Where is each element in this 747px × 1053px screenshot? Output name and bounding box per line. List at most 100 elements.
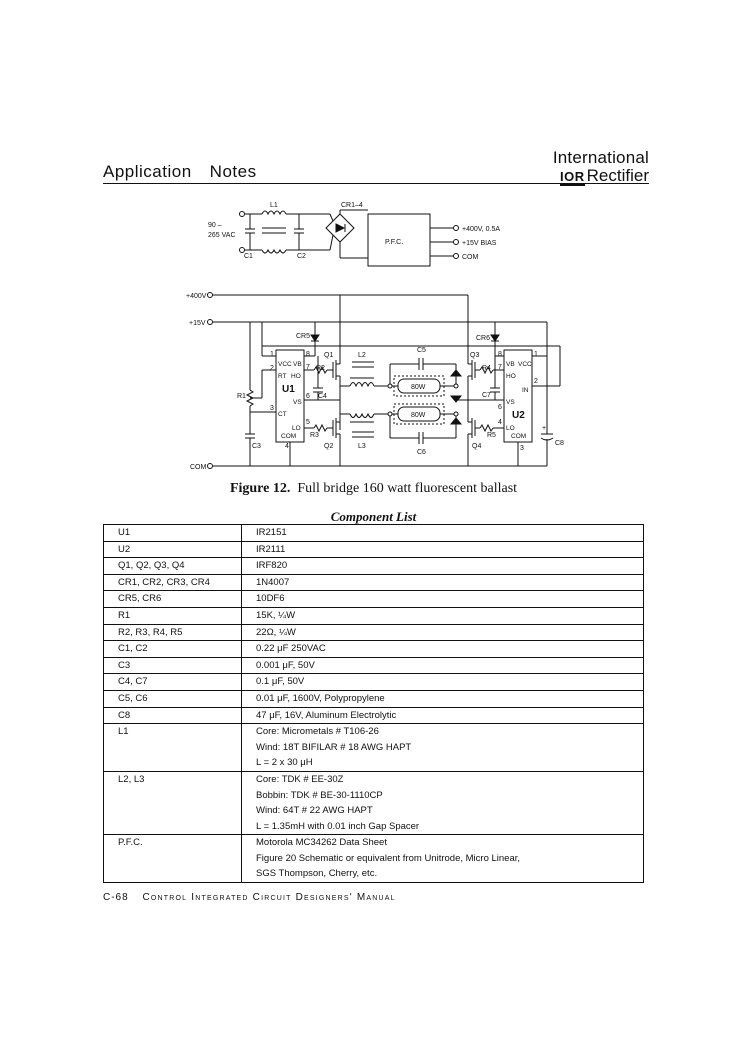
component-ref: U1 bbox=[103, 524, 242, 542]
component-value-line: Bobbin: TDK # BE-30-1110CP bbox=[256, 789, 383, 801]
u1-pin-7: 7 bbox=[306, 364, 310, 371]
brand-line2: Rectifier bbox=[586, 166, 649, 185]
u2-pin-4: 4 bbox=[498, 419, 502, 426]
label-C2: C2 bbox=[297, 253, 306, 260]
label-C5: C5 bbox=[417, 347, 426, 354]
table-row: CR1, CR2, CR3, CR4 1N4007 bbox=[103, 573, 644, 592]
component-value-line: 0.001 μF, 50V bbox=[256, 659, 315, 671]
component-value-line: Wind: 64T # 22 AWG HAPT bbox=[256, 805, 373, 817]
label-C7: C7 bbox=[482, 392, 491, 399]
component-ref: C8 bbox=[103, 706, 242, 725]
label-R1: R1 bbox=[237, 393, 246, 400]
label-rail-com: COM bbox=[190, 464, 207, 471]
component-value-cell: 10DF6 bbox=[241, 590, 644, 608]
label-L1: L1 bbox=[270, 202, 278, 209]
figure-caption: Figure 12. Full bridge 160 watt fluoresc… bbox=[0, 481, 747, 497]
component-value-cell: 0.1 μF, 50V bbox=[241, 673, 644, 691]
component-ref: Q1, Q2, Q3, Q4 bbox=[103, 557, 242, 575]
label-C6: C6 bbox=[417, 449, 426, 456]
u1-vb: VB bbox=[293, 361, 302, 368]
label-L3: L3 bbox=[358, 443, 366, 450]
u2-pin-7: 7 bbox=[498, 364, 502, 371]
schematic-diagram: 90 – 265 VAC L1 C1 C2 CR1–4 P.F.C. +400V… bbox=[186, 202, 564, 471]
u2-pin-2: 2 bbox=[534, 378, 538, 385]
u1-vs: VS bbox=[293, 399, 302, 406]
u2-pin-8: 8 bbox=[498, 351, 502, 358]
component-ref: C4, C7 bbox=[103, 673, 242, 691]
component-value-line: 10DF6 bbox=[256, 593, 285, 605]
u2-vs: VS bbox=[506, 399, 515, 406]
label-pfc-box: P.F.C. bbox=[385, 239, 403, 246]
u1-pin-4: 4 bbox=[285, 443, 289, 450]
label-out-400: +400V, 0.5A bbox=[462, 226, 500, 233]
component-value-cell: IR2151 bbox=[241, 524, 644, 542]
component-value-line: 0.1 μF, 50V bbox=[256, 676, 305, 688]
label-CR1-4: CR1–4 bbox=[341, 202, 363, 209]
u1-lo: LO bbox=[292, 425, 301, 432]
u2-label: U2 bbox=[512, 410, 525, 421]
figure-caption-label: Figure 12. bbox=[229, 481, 291, 496]
label-out-15: +15V BIAS bbox=[462, 240, 497, 247]
component-value-line: 15K, ¼W bbox=[256, 609, 296, 621]
figure-caption-text: Full bridge 160 watt fluorescent ballast bbox=[297, 481, 518, 496]
component-value-line: 1N4007 bbox=[256, 576, 290, 588]
component-ref: R2, R3, R4, R5 bbox=[103, 623, 242, 642]
label-R2: R2 bbox=[316, 365, 325, 372]
component-ref: CR1, CR2, CR3, CR4 bbox=[103, 573, 242, 592]
component-value-cell: IR2111 bbox=[241, 540, 644, 559]
label-CR5: CR5 bbox=[296, 333, 310, 340]
label-C1: C1 bbox=[244, 253, 253, 260]
component-value-line: Motorola MC34262 Data Sheet bbox=[256, 837, 387, 849]
component-value-line: Core: Micrometals # T106-26 bbox=[256, 726, 379, 738]
header-title-word2: Notes bbox=[209, 162, 257, 181]
label-Q3: Q3 bbox=[470, 352, 479, 359]
u2-in: IN bbox=[522, 387, 529, 394]
component-value-cell: 0.01 μF, 1600V, Polypropylene bbox=[241, 689, 644, 708]
u2-lo: LO bbox=[506, 425, 515, 432]
component-ref: L1 bbox=[103, 723, 242, 772]
u2-pin-3: 3 bbox=[520, 445, 524, 452]
table-row: C4, C7 0.1 μF, 50V bbox=[103, 673, 644, 691]
label-Q1: Q1 bbox=[324, 352, 333, 359]
u2-vb: VB bbox=[506, 361, 515, 368]
page-number: C-68 bbox=[103, 892, 129, 903]
u1-pin-8: 8 bbox=[306, 351, 310, 358]
component-value-line: Core: TDK # EE-30Z bbox=[256, 773, 344, 785]
u1-ho: HO bbox=[291, 373, 301, 380]
component-value-cell: 47 μF, 16V, Aluminum Electrolytic bbox=[241, 706, 644, 725]
component-value-cell: IRF820 bbox=[241, 557, 644, 575]
label-Q2: Q2 bbox=[324, 443, 333, 450]
component-value-cell: 0.001 μF, 50V bbox=[241, 656, 644, 675]
label-C4: C4 bbox=[318, 393, 327, 400]
component-value-line: Wind: 18T BIFILAR # 18 AWG HAPT bbox=[256, 741, 412, 753]
u2-pin-6: 6 bbox=[498, 404, 502, 411]
component-list-title: Component List bbox=[330, 509, 417, 524]
label-vac-line1: 90 – bbox=[208, 222, 222, 229]
component-value-cell: 15K, ¼W bbox=[241, 606, 644, 625]
u2-vcc: VCC bbox=[518, 361, 532, 368]
u1-pin-6: 6 bbox=[306, 393, 310, 400]
label-rail-15: +15V bbox=[189, 320, 206, 327]
label-CR6: CR6 bbox=[476, 335, 490, 342]
component-ref: L2, L3 bbox=[103, 770, 242, 836]
header-title-word1: Application bbox=[103, 162, 192, 181]
label-rail-400: +400V bbox=[186, 293, 207, 300]
u1-com: COM bbox=[281, 433, 296, 440]
component-ref: C1, C2 bbox=[103, 640, 242, 658]
u1-vcc: VCC bbox=[278, 361, 292, 368]
component-ref: U2 bbox=[103, 540, 242, 559]
